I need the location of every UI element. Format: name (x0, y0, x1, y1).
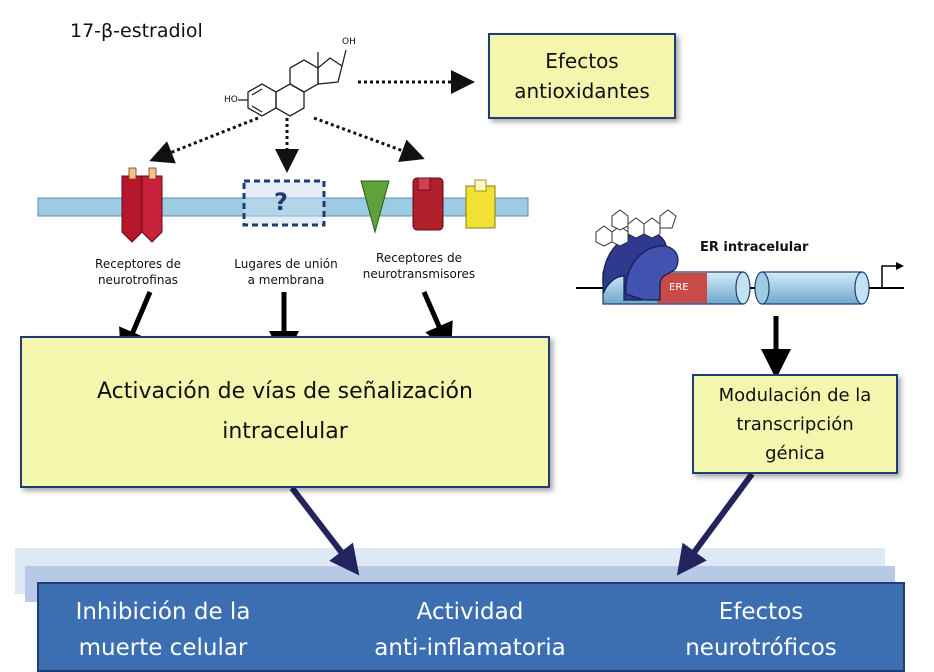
modulacion-line2: transcripción (736, 413, 854, 435)
outcome-efectos-line1: Efectos (718, 599, 804, 625)
label-neurotransmisores: Receptores de neurotransmisores (346, 250, 492, 282)
estradiol-title: 17-β-estradiol (70, 20, 203, 42)
outcome-inhibicion: Inhibición de la muerte celular (48, 594, 278, 666)
outcome-efectos-line2: neurotróficos (685, 635, 837, 661)
outcome-actividad-line1: Actividad (416, 599, 524, 625)
activacion-box: Activación de vías de señalización intra… (20, 336, 550, 488)
gene-cylinder (754, 271, 870, 305)
label-membrana: Lugares de unión a membrana (212, 256, 360, 288)
efectos-antioxidantes-line2: antioxidantes (514, 79, 650, 103)
label-membrana-line2: a membrana (247, 273, 325, 287)
efectos-antioxidantes-box: Efectos antioxidantes (488, 33, 676, 119)
neurotransmitter-receptors-icon (360, 177, 496, 234)
outcome-efectos: Efectos neurotróficos (656, 594, 866, 666)
modulacion-line1: Modulación de la (718, 384, 872, 406)
outcome-actividad-line2: anti-inflamatoria (374, 635, 566, 661)
label-neurotrofinas-line1: Receptores de (95, 257, 181, 271)
efectos-antioxidantes-line1: Efectos (545, 49, 619, 73)
membrane-binding-site-box (242, 179, 326, 227)
modulacion-line3: génica (765, 442, 825, 464)
outcomes-banner (37, 582, 905, 672)
molecule-oh-label: OH (342, 37, 356, 47)
label-membrana-line1: Lugares de unión (234, 257, 338, 271)
outcome-actividad: Actividad anti-inflamatoria (350, 594, 590, 666)
neurotrophin-receptor-icon (121, 167, 163, 243)
navy-arrows (289, 472, 755, 576)
ere-label: ERE (669, 282, 689, 293)
molecule-ho-label: HO (224, 95, 238, 105)
label-neurotransmisores-line2: neurotransmisores (362, 267, 476, 281)
activacion-line1: Activación de vías de señalización (97, 379, 473, 404)
activacion-line2: intracelular (222, 419, 348, 444)
label-neurotrofinas: Receptores de neurotrofinas (68, 256, 208, 288)
dotted-arrows (149, 70, 475, 173)
label-neurotrofinas-line2: neurotrofinas (97, 273, 179, 287)
estradiol-molecule-icon (238, 49, 347, 117)
estrogen-receptor-dimer-icon (595, 209, 679, 301)
modulacion-box: Modulación de la transcripción génica (692, 374, 898, 474)
outcome-inhibicion-line2: muerte celular (78, 635, 248, 661)
outcome-inhibicion-line1: Inhibición de la (75, 599, 251, 625)
question-mark-icon: ? (274, 188, 288, 216)
label-neurotransmisores-line1: Receptores de (376, 251, 462, 265)
er-intracelular-label: ER intracelular (700, 240, 809, 255)
